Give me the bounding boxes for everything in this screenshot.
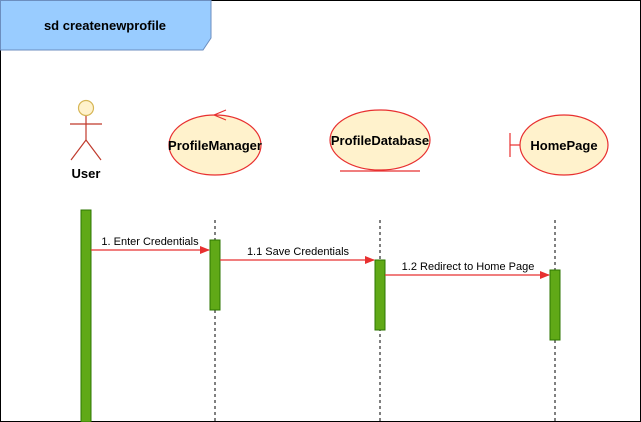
frame-title-tab — [0, 0, 212, 51]
actor-head-icon — [77, 99, 95, 117]
message-label-1: 1. Enter Credentials — [101, 236, 199, 248]
participant-profile-manager — [168, 109, 262, 176]
activation-home-page — [549, 269, 561, 341]
frame-title: sd createnewprofile — [44, 18, 166, 33]
control-arrow-icon — [213, 109, 227, 121]
activation-user — [80, 209, 92, 422]
participant-label-home-page: HomePage — [530, 138, 597, 153]
message-label-3: 1.2 Redirect to Home Page — [402, 261, 535, 273]
participant-home-page — [509, 114, 609, 176]
participant-label-profile-database: ProfileDatabase — [331, 133, 429, 148]
entity-icon — [329, 109, 431, 171]
activation-profile-database — [374, 259, 386, 331]
participant-profile-database — [329, 109, 431, 172]
actor-user — [70, 99, 102, 161]
activation-profile-manager — [209, 239, 221, 311]
boundary-icon — [519, 114, 609, 176]
message-label-2: 1.1 Save Credentials — [247, 246, 350, 258]
participant-label-profile-manager: ProfileManager — [168, 138, 262, 153]
participant-label-user: User — [72, 166, 101, 181]
